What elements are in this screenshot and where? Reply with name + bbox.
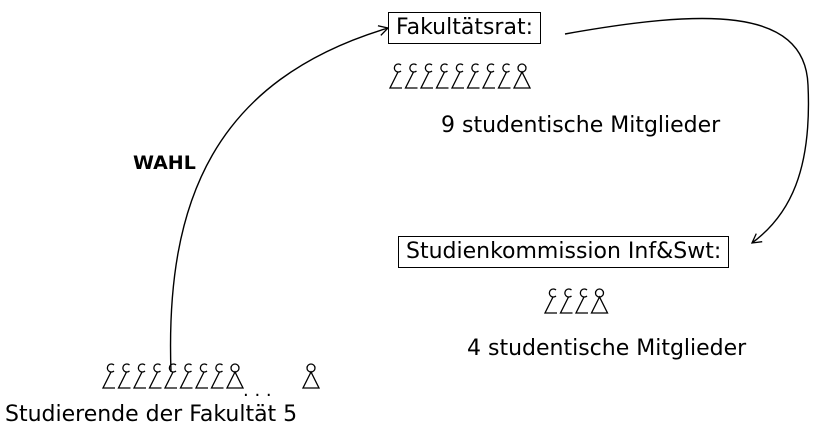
partial-person-icon	[179, 363, 193, 389]
students-ellipsis: . . .	[243, 380, 272, 401]
students-label: Studierende der Fakultät 5	[5, 402, 298, 427]
person-icon	[590, 288, 609, 314]
faculty-council-box: Fakultätsrat:	[388, 12, 541, 44]
partial-person-icon	[194, 363, 208, 389]
study-commission-box: Studienkommission Inf&Swt:	[398, 236, 730, 268]
council-member-figures	[388, 63, 532, 89]
election-label: WAHL	[133, 152, 196, 174]
faculty-council-members-label: 9 studentische Mitglieder	[441, 113, 721, 138]
partial-person-icon	[210, 363, 224, 389]
faculty-council-title: Fakultätsrat:	[396, 15, 533, 40]
person-icon	[225, 363, 245, 389]
student-figures	[101, 363, 245, 389]
partial-person-icon	[481, 63, 495, 89]
election-arrow	[169, 25, 390, 373]
council-to-commission-arrow	[564, 17, 810, 244]
partial-person-icon	[132, 363, 146, 389]
partial-person-icon	[117, 363, 131, 389]
partial-person-icon	[435, 63, 449, 89]
partial-person-icon	[148, 363, 162, 389]
partial-person-icon	[559, 288, 573, 314]
partial-person-icon	[163, 363, 177, 389]
partial-person-icon	[388, 63, 402, 89]
study-commission-title: Studienkommission Inf&Swt:	[406, 239, 722, 264]
partial-person-icon	[101, 363, 115, 389]
person-icon	[512, 63, 532, 89]
partial-person-icon	[404, 63, 418, 89]
commission-member-figures	[543, 288, 609, 314]
partial-person-icon	[574, 288, 588, 314]
partial-person-icon	[543, 288, 557, 314]
partial-person-icon	[497, 63, 511, 89]
partial-person-icon	[466, 63, 480, 89]
study-commission-members-label: 4 studentische Mitglieder	[467, 336, 747, 361]
person-icon	[301, 363, 321, 389]
student-single-figure	[301, 363, 321, 389]
partial-person-icon	[450, 63, 464, 89]
partial-person-icon	[419, 63, 433, 89]
